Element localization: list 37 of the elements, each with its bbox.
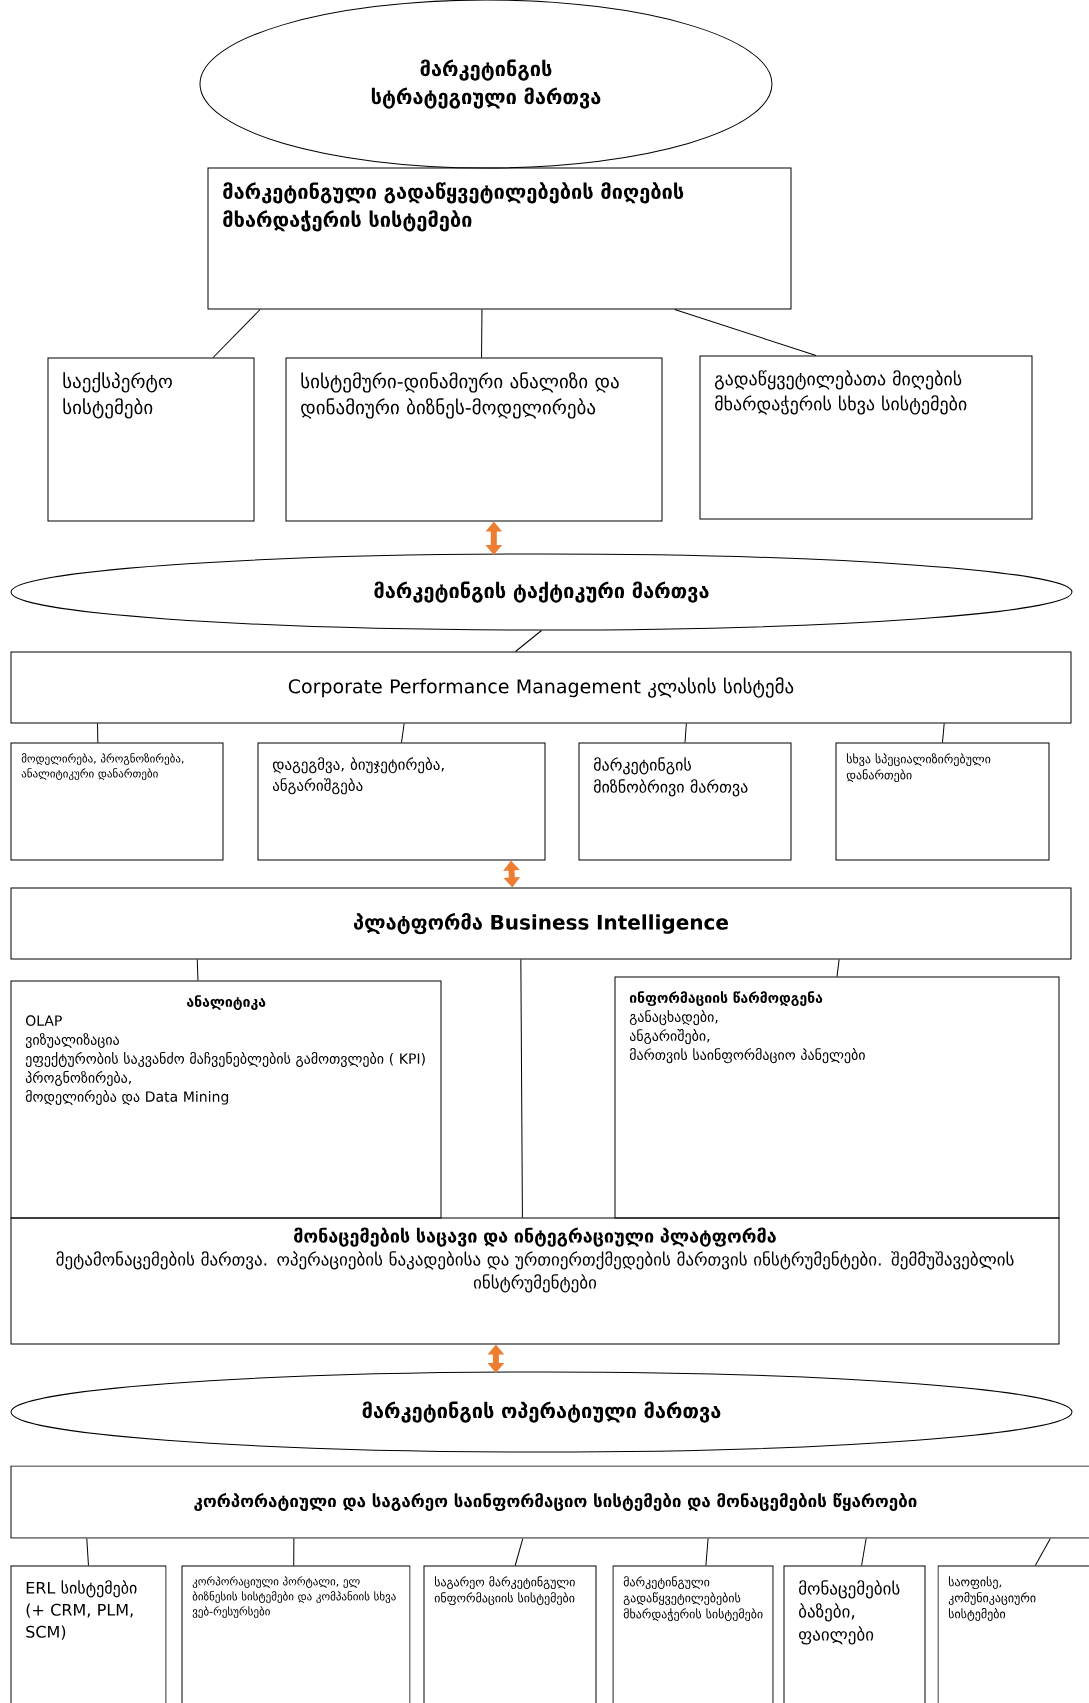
module-box: დაგეგმვა, ბიუჯეტირება, ანგარიშგება: [257, 742, 546, 861]
system-box: სისტემური-დინამიური ანალიზი და დინამიური ბიზნეს-მოდელირება: [285, 357, 663, 522]
system-box: გადაწყვეტილებათა მიღების მხარდაჭერის სხვა სისტემები: [699, 355, 1033, 520]
system-box: მარკეტინგული გადაწყვეტილებების მიღების მხარდაჭერის სისტემები: [207, 167, 792, 310]
source-box: საოფისე, კომუნიკაციური სისტემები: [937, 1565, 1089, 1703]
platform-box: მონაცემების საცავი და ინტეგრაციული პლატფორმა მეტამონაცემების მართვა. ოპერაციების ნაკადებისა და ურთიერთქმედების მართვის ინსტრუმენტები. შემმუშავებლის ინსტრუმენტები: [10, 1217, 1060, 1345]
connector-line: [942, 723, 945, 743]
connector-line: [196, 959, 199, 981]
connector-line: [520, 959, 523, 1218]
source-box: კორპორატიული და საგარეო საინფორმაციო სისტემები და მონაცემების წყაროები: [10, 1465, 1089, 1539]
source-box: საგარეო მარკეტინგული ინფორმაციის სისტემები: [423, 1565, 597, 1703]
system-box: საექსპერტო სისტემები: [47, 357, 255, 522]
connector-line: [674, 309, 817, 356]
component-box: ანალიტიკა OLAP ვიზუალიზაცია ეფექტურობის საკვანძო მაჩვენებლების გამოთვლები ( KPI) პროგნოზირება, მოდელირება და Data Mining: [10, 980, 442, 1219]
system-box: Corporate Performance Management კლასის სისტემა: [10, 651, 1072, 724]
platform-box: პლატფორმა Business Intelligence: [10, 887, 1072, 960]
connector-line: [514, 1538, 524, 1566]
connector-line: [293, 1538, 295, 1566]
module-box: სხვა სპეციალიზირებული დანართები: [835, 742, 1050, 861]
source-box: მონაცემების ბაზები, ფაილები: [783, 1565, 926, 1703]
connector-line: [515, 630, 542, 652]
connector-line: [836, 959, 840, 977]
source-box: ERL სისტემები (+ CRM, PLM, SCM): [10, 1565, 167, 1703]
component-box: ინფორმაციის წარმოდგენა განაცხადები, ანგარიშები, მართვის საინფორმაციო პანელები: [614, 976, 1060, 1219]
source-box: კორპორაციული პორტალი, ელ ბიზნესის სისტემები და კომპანიის სხვა ვებ-რესურსები: [181, 1565, 411, 1703]
connector-line: [1034, 1538, 1051, 1566]
module-box: მარკეტინგის მიზნობრივი მართვა: [578, 742, 792, 861]
connector-line: [861, 1538, 867, 1566]
connector-line: [684, 723, 687, 743]
connector-line: [212, 309, 261, 358]
connector-line: [86, 1538, 89, 1566]
connector-line: [97, 723, 99, 743]
connector-line: [401, 723, 405, 743]
module-box: მოდელირება, პროგნოზირება, ანალიტიკური დანართები: [10, 742, 224, 861]
connector-line: [705, 1538, 709, 1566]
connector-line: [481, 309, 483, 358]
source-box: მარკეტინგული გადაწყვეტილებების მხარდაჭერის სისტემები: [612, 1565, 774, 1703]
